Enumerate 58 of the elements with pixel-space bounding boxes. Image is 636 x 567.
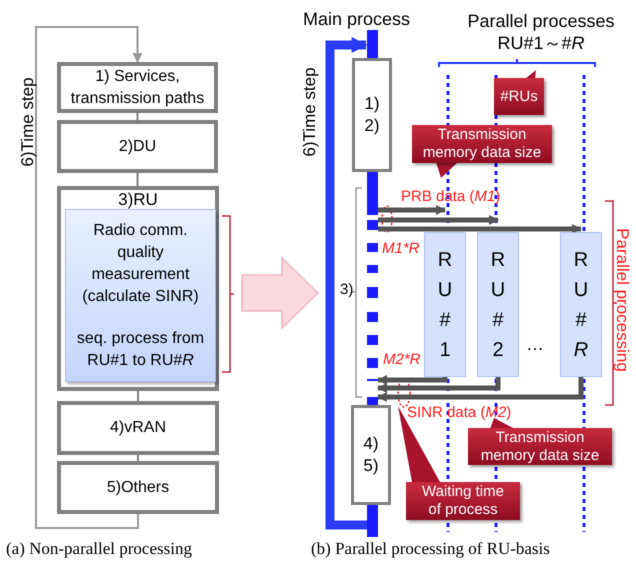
- box-label: 5)Others: [106, 478, 170, 498]
- process-box: [57, 62, 218, 113]
- text-label: Main process: [303, 8, 410, 30]
- box-label: 2)DU: [118, 136, 156, 156]
- callout-text: Transmission memory data size: [422, 126, 542, 162]
- callout-box: [406, 482, 520, 520]
- measurement-box: [65, 209, 216, 382]
- text-label: M1*R: [382, 239, 420, 259]
- text-label: 3): [340, 280, 354, 300]
- box-label: 1) 2): [363, 93, 381, 137]
- ru-process-box: [477, 232, 519, 377]
- callout-box: [494, 78, 544, 115]
- arrow: [377, 375, 448, 385]
- axis-label: Parallel processing: [612, 227, 633, 374]
- text-label: PRB data (M1): [401, 187, 500, 207]
- text-label: SINR data (M2): [407, 403, 512, 423]
- box-label: 1) Services, transmission paths: [70, 66, 206, 108]
- axis-label: 6)Time step: [17, 76, 38, 169]
- arrow: [377, 377, 584, 402]
- arrow: [378, 224, 582, 234]
- process-box: [57, 461, 219, 514]
- box-label: RU#R: [572, 248, 590, 363]
- text-label: …: [526, 333, 544, 355]
- ru-process-box: [424, 232, 466, 377]
- box-label: RU#2: [490, 248, 506, 363]
- callout-text: #RUs: [499, 88, 539, 106]
- connector-line: [137, 455, 139, 461]
- box-label: 4)vRAN: [110, 418, 166, 438]
- box-text: seq. process from RU#1 to RU#R: [76, 328, 206, 370]
- text-label: Parallel processes RU#1～#R: [466, 10, 616, 54]
- process-box: [352, 58, 392, 172]
- caption: (a) Non-parallel processing: [6, 538, 192, 560]
- connector-line: [136, 173, 138, 186]
- arrow: [35, 26, 142, 529]
- process-box: [351, 405, 391, 505]
- text-label: M2*R: [383, 350, 421, 370]
- box-label: 4) 5): [362, 433, 380, 477]
- process-group-box: [57, 186, 219, 391]
- axis-label: 6)Time step: [299, 66, 320, 159]
- callout-box: [412, 125, 552, 163]
- block-arrow: [241, 256, 320, 330]
- callout-text: Transmission memory data size: [480, 428, 600, 464]
- arrow: [378, 215, 499, 225]
- caption: (b) Parallel processing of RU-basis: [311, 538, 550, 560]
- ru-process-box: [560, 232, 602, 377]
- callout-pointer: [398, 406, 440, 482]
- connector-line: [137, 391, 139, 401]
- connector-line: [136, 113, 138, 120]
- callout-box: [468, 428, 612, 465]
- thick-arrow: [326, 37, 368, 530]
- process-box: [57, 401, 219, 455]
- arrow: [378, 205, 446, 215]
- arrow: [377, 377, 500, 393]
- box-text: Radio comm. quality measurement (calculate SINR): [81, 220, 200, 306]
- callout-text: Waiting time of process: [421, 483, 505, 519]
- box-label: RU#1: [436, 248, 454, 363]
- box-heading: 3)RU: [117, 190, 159, 210]
- process-box: [57, 120, 218, 173]
